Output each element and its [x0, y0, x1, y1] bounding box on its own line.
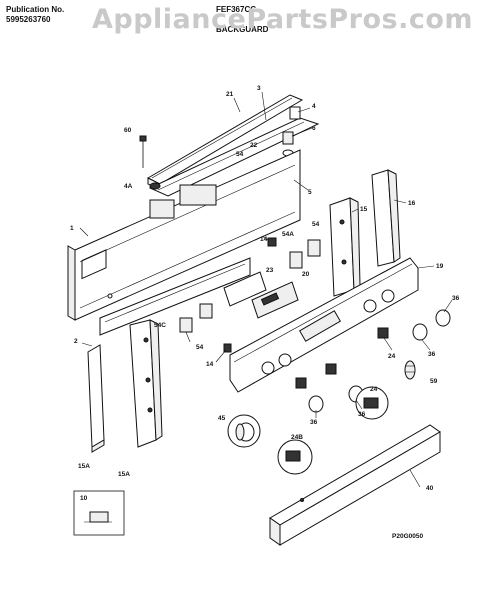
label-5: 5: [308, 189, 312, 196]
label-60: 60: [124, 127, 132, 134]
label-15a-left: 15A: [78, 463, 90, 470]
model-number: FEF367CC: [216, 5, 257, 14]
part-labels: 21 3 4 6 60 54 22 4A 5 1 15 16 14 54A 54…: [70, 85, 460, 540]
indicator-light-14: [223, 343, 232, 353]
label-45: 45: [218, 415, 226, 422]
label-15a-center: 15A: [118, 471, 130, 478]
label-22: 22: [250, 142, 258, 149]
label-1: 1: [70, 225, 74, 232]
label-36-lower: 36: [358, 411, 366, 418]
leader-lines: [79, 91, 453, 488]
screw-59: [404, 360, 416, 380]
label-21: 21: [226, 91, 234, 98]
top-cap-rail: [148, 117, 320, 197]
label-54-top: 54: [236, 151, 244, 158]
label-54c: 54C: [154, 322, 166, 329]
label-6: 6: [312, 125, 316, 132]
end-cap-right: [371, 169, 401, 267]
label-36-mid: 36: [428, 351, 436, 358]
detail-circle-24b: [277, 439, 313, 475]
side-support-right: [329, 197, 361, 297]
screw-60: [139, 135, 147, 168]
label-24-detail: 24: [370, 386, 378, 393]
label-54-right: 54: [312, 221, 320, 228]
control-panel: [229, 257, 419, 393]
label-19: 19: [436, 263, 444, 270]
publication-label: Publication No.: [6, 5, 65, 14]
label-36-bottom: 36: [310, 419, 318, 426]
end-cap-left: [87, 344, 105, 453]
back-panel: [67, 149, 301, 321]
detail-circle-24: [355, 386, 389, 420]
detail-circle-45: [227, 414, 261, 448]
side-support-left: [129, 319, 163, 448]
label-20: 20: [302, 271, 310, 278]
switch-54-left: [179, 303, 213, 333]
diagram-id: P20G0050: [392, 533, 423, 540]
label-16: 16: [408, 200, 416, 207]
label-40: 40: [426, 485, 434, 492]
trim-panel-40: [269, 424, 441, 546]
label-23: 23: [266, 267, 274, 274]
label-14-lower: 14: [206, 361, 214, 368]
label-54a: 54A: [282, 231, 294, 238]
label-4a: 4A: [124, 183, 133, 190]
rotary-switch-24: [295, 327, 389, 389]
label-24b: 24B: [291, 434, 303, 441]
label-15: 15: [360, 206, 368, 213]
label-59: 59: [430, 378, 438, 385]
section-title: BACKGUARD: [216, 25, 269, 34]
label-3: 3: [257, 85, 261, 92]
watermark-logo: AppliancePartsPros.com: [92, 4, 474, 35]
lower-back-panel: [99, 257, 251, 336]
label-14-upper: 14: [260, 236, 268, 243]
switch-54-right: [267, 237, 321, 269]
clock-timer: [223, 271, 299, 319]
label-4: 4: [312, 103, 316, 110]
label-36-right: 36: [452, 295, 460, 302]
label-2: 2: [74, 338, 78, 345]
inset-box-10: [73, 490, 125, 536]
label-10: 10: [80, 495, 88, 502]
publication-number: 5995263760: [6, 15, 51, 24]
label-54-lower: 54: [196, 344, 204, 351]
label-24-right: 24: [388, 353, 396, 360]
